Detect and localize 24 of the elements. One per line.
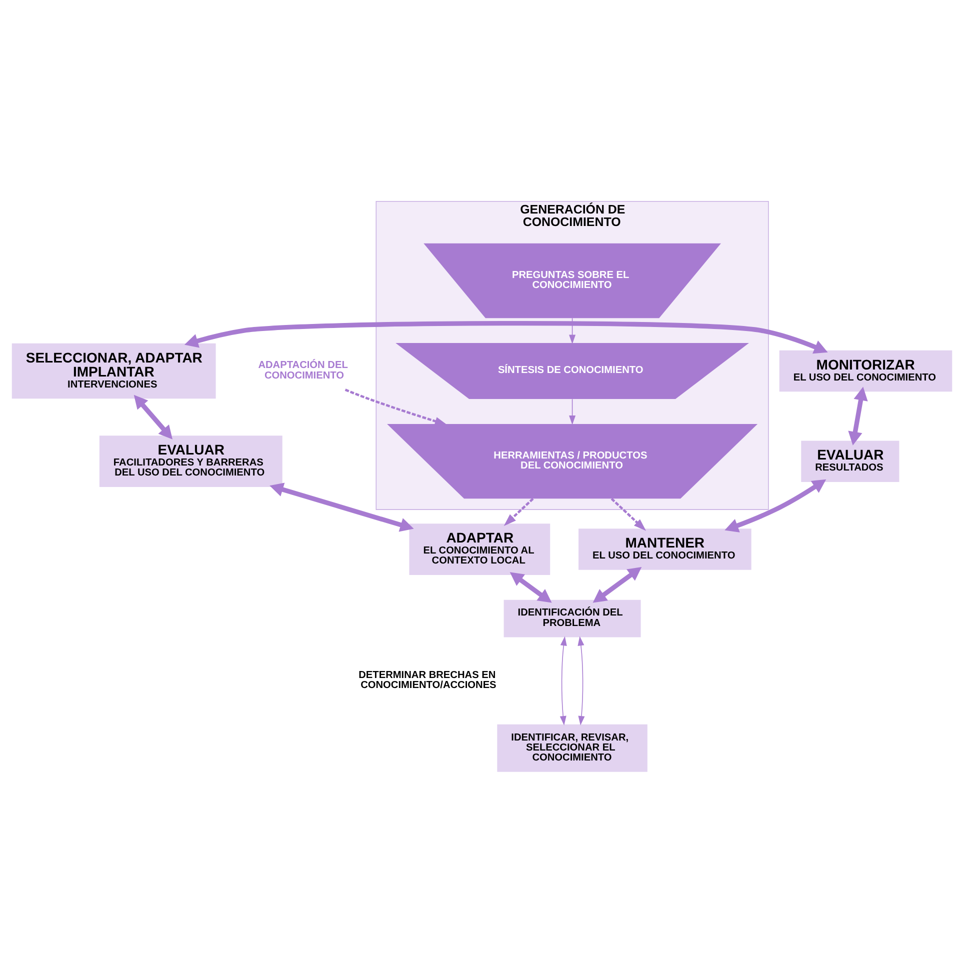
node-text: ADAPTACIÓN DEL CONOCIMIENTO — [258, 360, 348, 382]
arrow — [270, 482, 414, 532]
arrow — [578, 636, 585, 726]
arrow — [610, 498, 646, 531]
node-box: IDENTIFICAR, REVISAR, SELECCIONAR EL CONOCIMIENTO — [497, 724, 648, 772]
arrow — [504, 498, 534, 526]
arrow — [569, 398, 576, 425]
node-box: ADAPTAR EL CONOCIMIENTO AL CONTEXTO LOCAL — [409, 524, 550, 575]
arrow — [724, 479, 826, 532]
arrow — [848, 386, 868, 446]
arrow — [592, 567, 642, 603]
arrow — [510, 572, 552, 603]
node-box: SELECCIONAR, ADAPTAR IMPLANTAR INTERVENCIONES — [12, 343, 216, 399]
node-box: EVALUAR FACILITADORES Y BARRERAS DEL USO DEL CONOCIMIENTO — [99, 436, 282, 487]
arrow — [134, 394, 173, 440]
node-box: EVALUAR RESULTADOS — [801, 440, 900, 482]
node-box: IDENTIFICACIÓN DEL PROBLEMA — [504, 600, 641, 638]
arrow — [569, 318, 576, 344]
node-box: MONITORIZAR EL USO DEL CONOCIMIENTO — [779, 350, 952, 392]
arrow — [184, 321, 828, 354]
arrow — [344, 388, 448, 426]
arrow — [560, 636, 567, 726]
node-box: MANTENER EL USO DEL CONOCIMIENTO — [578, 528, 752, 570]
node-text: DETERMINAR BRECHAS EN CONOCIMIENTO/ACCIONES — [358, 670, 496, 692]
